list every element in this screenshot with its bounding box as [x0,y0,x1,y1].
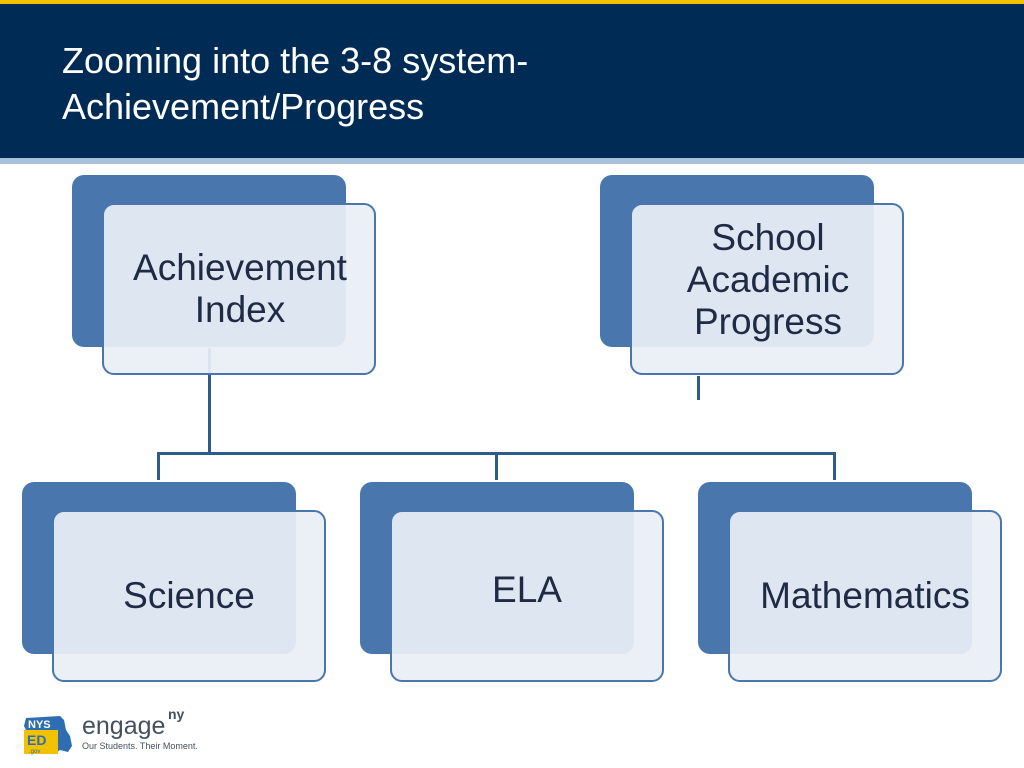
slide-title: Zooming into the 3-8 system- Achievement… [62,38,762,130]
science-label: Science [123,575,255,616]
logo-badge-top: NYS [28,719,51,731]
progress-line-1: School [711,217,825,258]
title-line-1: Zooming into the 3-8 system- [62,40,529,81]
node-card [390,510,664,682]
connector-drop-ela [495,452,498,480]
node-label: Achievement Index [108,205,372,373]
node-card [102,203,376,375]
connector-drop-mathematics [833,452,836,480]
slide-header [0,4,1024,158]
logo-tagline: Our Students. Their Moment. [82,741,198,751]
connector-progress-stub [697,376,700,400]
node-card [52,510,326,682]
logo-superscript: ny [168,706,185,722]
node-card [630,203,904,375]
logo-badge-mid: ED [27,732,46,748]
accent-line [0,0,1024,4]
ela-label: ELA [492,569,562,610]
achievement-index-line-2: Index [194,289,286,330]
title-line-2: Achievement/Progress [62,86,425,127]
logo-badge-bottom: .gov [29,749,40,755]
progress-line-3: Progress [693,301,843,342]
achievement-index-line-1: Achievement [133,247,347,288]
connector-trunk [208,348,211,454]
progress-line-2: Academic [686,259,850,300]
node-label: School Academic Progress [630,195,906,365]
header-stripe [0,158,1024,164]
nys-map-icon: NYS ED .gov [24,716,72,755]
mathematics-label: Mathematics [760,575,970,616]
node-card [728,510,1002,682]
connector-drop-science [157,452,160,480]
logo-wordmark: engage [82,712,166,740]
